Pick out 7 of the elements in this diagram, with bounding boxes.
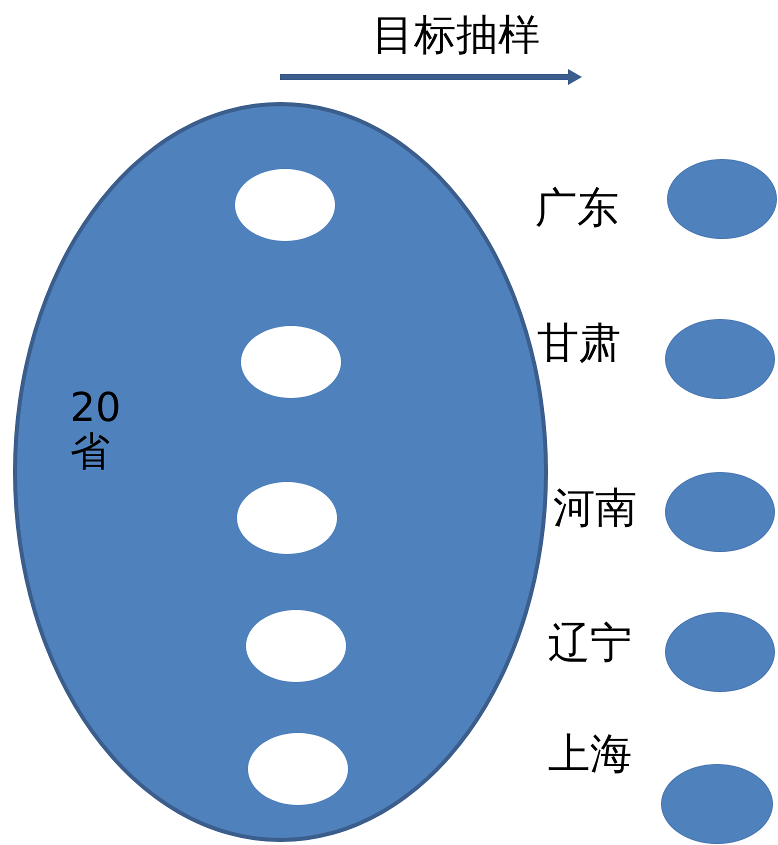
arrow-label: 目标抽样 bbox=[372, 12, 540, 58]
province-label: 上海 bbox=[548, 731, 632, 778]
province-label: 河南 bbox=[553, 485, 637, 532]
province-label: 甘肃 bbox=[537, 320, 621, 366]
province-label: 广东 bbox=[535, 185, 619, 232]
province-label: 辽宁 bbox=[548, 620, 632, 666]
region-label: 20省 bbox=[70, 386, 122, 474]
